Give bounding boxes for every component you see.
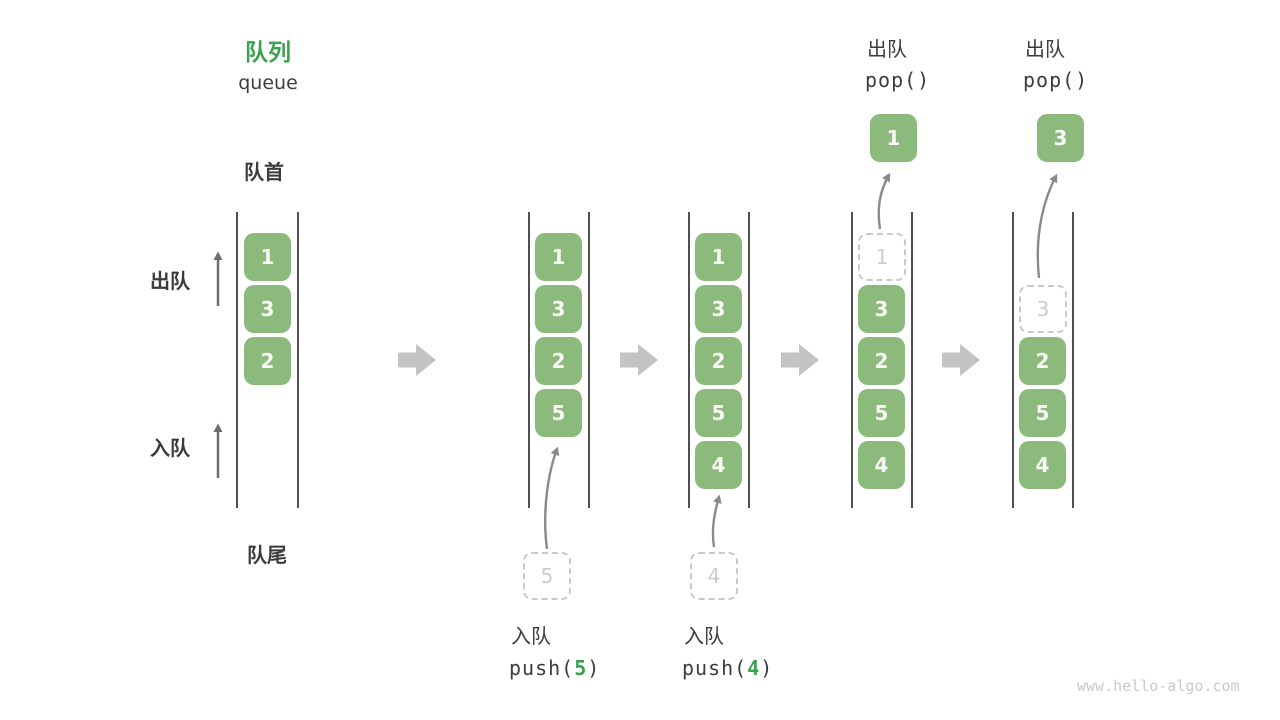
queue-cell: 1 <box>244 233 291 281</box>
queue-rear-label: 队尾 <box>247 543 287 567</box>
pop-code: pop() <box>1023 68 1089 92</box>
queue-cell: 3 <box>858 285 905 333</box>
queue-cell: 2 <box>1019 337 1066 385</box>
queue-cell: 4 <box>858 441 905 489</box>
queue-cell: 5 <box>1019 389 1066 437</box>
queue-wall <box>1012 212 1014 508</box>
queue-wall <box>748 212 750 508</box>
diagram-title-en: queue <box>238 72 298 94</box>
queue-wall <box>297 212 299 508</box>
popped-cell: 1 <box>870 114 917 162</box>
queue-cell: 2 <box>858 337 905 385</box>
queue-wall <box>911 212 913 508</box>
queue-wall <box>588 212 590 508</box>
queue-cell: 3 <box>535 285 582 333</box>
push-4-code: push(4) <box>682 656 773 680</box>
popped-cell: 3 <box>1037 114 1084 162</box>
code-post: ) <box>760 656 774 680</box>
removed-cell: 3 <box>1019 285 1067 333</box>
queue-cell: 4 <box>1019 441 1066 489</box>
code-pre: push( <box>509 656 575 680</box>
enqueue-op-label: 入队 <box>511 624 551 648</box>
queue-wall <box>1072 212 1074 508</box>
queue-wall <box>236 212 238 508</box>
code-pre: push( <box>682 656 748 680</box>
queue-cell: 2 <box>244 337 291 385</box>
code-arg: 4 <box>747 656 761 680</box>
dequeue-op-label: 出队 <box>1025 37 1065 61</box>
queue-cell: 5 <box>535 389 582 437</box>
enqueue-op-label: 入队 <box>684 624 724 648</box>
queue-cell: 1 <box>695 233 742 281</box>
queue-cell: 2 <box>535 337 582 385</box>
push-5-arrow <box>544 446 560 550</box>
watermark: www.hello-algo.com <box>1077 677 1240 695</box>
queue-wall <box>851 212 853 508</box>
diagram-title-zh: 队列 <box>245 40 291 66</box>
operation-arrows <box>544 172 1058 550</box>
pop-3-arrow <box>1036 173 1058 279</box>
side-dequeue-label: 出队 <box>150 269 190 293</box>
queue-cell: 3 <box>695 285 742 333</box>
pop-code: pop() <box>865 68 931 92</box>
pending-cell: 4 <box>690 552 738 600</box>
queue-cell: 1 <box>535 233 582 281</box>
queue-front-label: 队首 <box>244 160 284 184</box>
queue-wall <box>528 212 530 508</box>
code-post: ) <box>587 656 601 680</box>
pop-1-arrow <box>877 172 891 230</box>
pending-cell: 5 <box>523 552 571 600</box>
queue-cell: 3 <box>244 285 291 333</box>
queue-cell: 5 <box>858 389 905 437</box>
push-5-code: push(5) <box>509 656 600 680</box>
side-enqueue-label: 入队 <box>150 436 190 460</box>
push-4-arrow <box>711 494 722 548</box>
removed-cell: 1 <box>858 233 906 281</box>
queue-cell: 5 <box>695 389 742 437</box>
queue-cell: 4 <box>695 441 742 489</box>
code-arg: 5 <box>574 656 588 680</box>
queue-wall <box>688 212 690 508</box>
dequeue-op-label: 出队 <box>867 37 907 61</box>
queue-cell: 2 <box>695 337 742 385</box>
